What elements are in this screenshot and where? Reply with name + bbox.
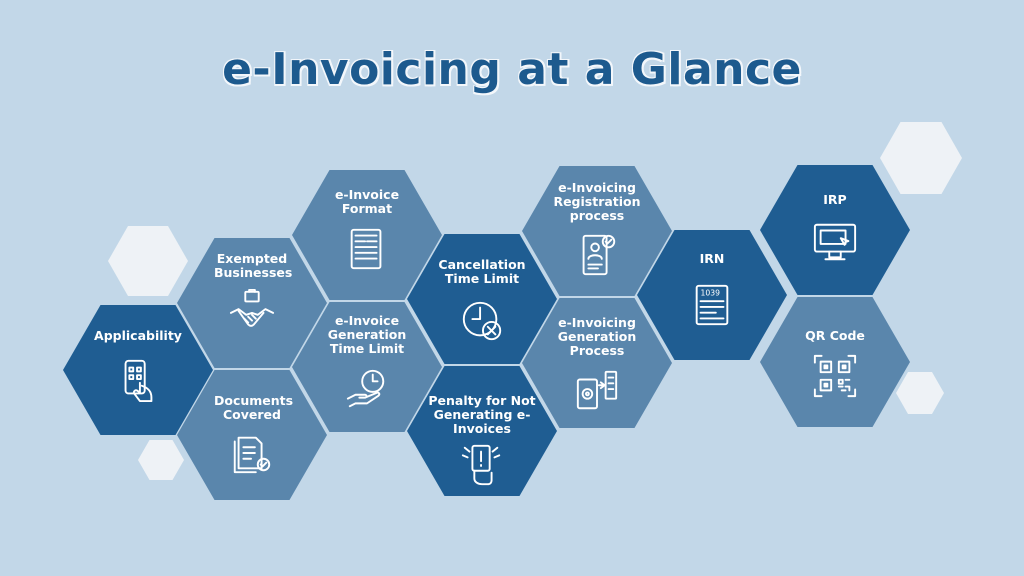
hex-label: IRP (823, 192, 847, 207)
hex-label: e-Invoice Format (334, 187, 400, 216)
registration-id-icon (574, 232, 620, 278)
hex-label: IRN (699, 251, 725, 266)
page-title: e-Invoicing at a Glance (222, 44, 802, 95)
qr-code-icon (812, 353, 858, 399)
clock-cancel-icon (459, 298, 505, 344)
hex-label: e-Invoicing Registration process (553, 180, 641, 223)
hex-label: Applicability (94, 328, 182, 343)
generation-process-icon (574, 368, 620, 414)
monitor-click-icon (812, 219, 858, 265)
hex-label: Cancellation Time Limit (438, 257, 526, 286)
hex-label: Documents Covered (214, 393, 294, 422)
clock-hand-icon (344, 366, 390, 412)
phone-tap-icon (115, 357, 161, 403)
hex-label: Penalty for Not Generating e-Invoices (428, 393, 536, 436)
decorative-hexagon (880, 122, 962, 194)
hex-label: e-Invoicing Generation Process (557, 315, 637, 358)
irn-document-icon: 1039 (689, 282, 735, 328)
hex-label: QR Code (805, 328, 865, 343)
decorative-hexagon (896, 372, 944, 414)
irn-doc-number: 1039 (701, 288, 721, 297)
invoice-document-icon (344, 226, 390, 272)
penalty-card-icon (459, 442, 505, 488)
hex-irp[interactable]: IRP (760, 165, 910, 295)
decorative-hexagon (138, 440, 184, 480)
hex-label: Exempted Businesses (214, 251, 293, 280)
decorative-hexagon (108, 226, 188, 296)
documents-check-icon (229, 430, 275, 476)
hex-label: e-Invoice Generation Time Limit (327, 313, 407, 356)
handshake-briefcase-icon (229, 288, 275, 334)
hex-qr-code[interactable]: QR Code (760, 297, 910, 427)
